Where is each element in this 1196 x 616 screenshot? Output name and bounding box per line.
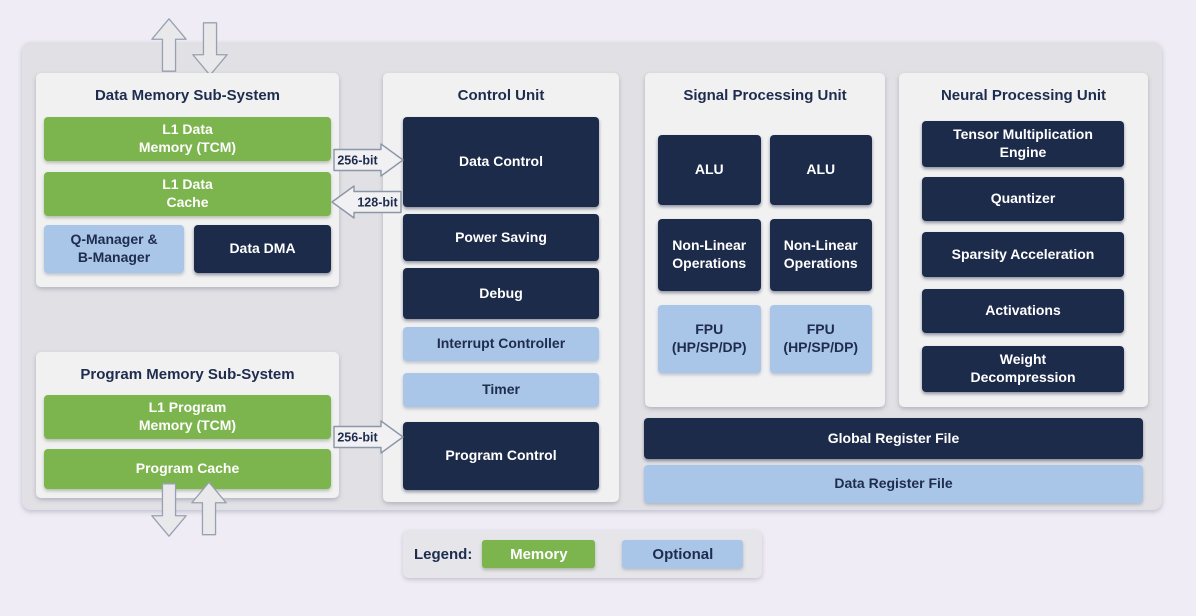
program-memory-title: Program Memory Sub-System xyxy=(80,366,295,383)
data-memory-body: L1 Data Memory (TCM) L1 Data Cache Q-Man… xyxy=(36,105,339,273)
block-sparsity-acceleration: Sparsity Acceleration xyxy=(922,232,1124,277)
bus-128bit-data-label: 128-bit xyxy=(357,196,398,210)
block-program-cache: Program Cache xyxy=(44,449,331,489)
block-data-register-file: Data Register File xyxy=(644,465,1143,503)
bus-256bit-data-label: 256-bit xyxy=(337,154,378,168)
neural-processing-title: Neural Processing Unit xyxy=(940,87,1107,104)
block-alu-2: ALU xyxy=(769,135,872,205)
block-timer: Timer xyxy=(403,373,599,407)
block-fpu-2: FPU (HP/SP/DP) xyxy=(769,305,872,373)
block-global-register-file: Global Register File xyxy=(644,418,1143,459)
block-weight-decompression: Weight Decompression xyxy=(922,346,1124,392)
block-l1-program-memory-tcm: L1 Program Memory (TCM) xyxy=(44,395,331,439)
block-l1-data-memory-tcm: L1 Data Memory (TCM) xyxy=(44,117,331,161)
block-l1-data-cache: L1 Data Cache xyxy=(44,172,331,216)
block-power-saving: Power Saving xyxy=(403,214,599,261)
block-tensor-multiplication-engine: Tensor Multiplication Engine xyxy=(922,121,1124,167)
signal-processing-grid: ALU ALU Non-Linear Operations Non-Linear… xyxy=(658,135,872,373)
signal-processing-title: Signal Processing Unit xyxy=(683,87,847,104)
bus-256bit-data-arrow: 256-bit xyxy=(333,143,404,177)
program-memory-body: L1 Program Memory (TCM) Program Cache xyxy=(36,384,339,489)
block-alu-1: ALU xyxy=(658,135,761,205)
data-memory-bottom-row: Q-Manager & B-Manager Data DMA xyxy=(44,225,331,273)
bus-128bit-data-arrow: 128-bit xyxy=(331,185,402,219)
legend-label: Legend: xyxy=(414,545,473,563)
block-nonlinear-operations-2: Non-Linear Operations xyxy=(769,219,872,291)
block-interrupt-controller: Interrupt Controller xyxy=(403,327,599,361)
bus-256bit-program-arrow: 256-bit xyxy=(333,420,404,454)
block-data-control: Data Control xyxy=(403,117,599,207)
bus-down-arrow-bottom-icon xyxy=(151,483,187,537)
block-nonlinear-operations-1: Non-Linear Operations xyxy=(658,219,761,291)
bus-256bit-program-label: 256-bit xyxy=(337,431,378,445)
block-data-dma: Data DMA xyxy=(194,225,331,273)
bus-up-arrow-bottom-icon xyxy=(191,481,227,536)
block-fpu-1: FPU (HP/SP/DP) xyxy=(658,305,761,373)
control-unit-body: Data Control Power Saving Debug Interrup… xyxy=(383,105,619,490)
bus-down-arrow-icon xyxy=(192,22,228,76)
panel-control-unit: Control Unit Data Control Power Saving D… xyxy=(383,73,619,502)
control-unit-title: Control Unit xyxy=(457,87,545,104)
panel-data-memory-subsystem: Data Memory Sub-System L1 Data Memory (T… xyxy=(36,73,339,287)
data-memory-title: Data Memory Sub-System xyxy=(94,87,281,104)
panel-program-memory-subsystem: Program Memory Sub-System L1 Program Mem… xyxy=(36,352,339,498)
legend: Legend: Memory Optional xyxy=(403,530,762,578)
block-activations: Activations xyxy=(922,289,1124,333)
block-quantizer: Quantizer xyxy=(922,177,1124,221)
block-program-control: Program Control xyxy=(403,422,599,490)
panel-neural-processing-unit: Neural Processing Unit Tensor Multiplica… xyxy=(899,73,1148,407)
block-q-manager-b-manager: Q-Manager & B-Manager xyxy=(44,225,184,273)
panel-signal-processing-unit: Signal Processing Unit ALU ALU Non-Linea… xyxy=(645,73,885,407)
block-debug: Debug xyxy=(403,268,599,319)
neural-processing-body: Tensor Multiplication Engine Quantizer S… xyxy=(899,105,1148,392)
bus-up-arrow-icon xyxy=(151,18,187,72)
legend-memory-swatch: Memory xyxy=(482,540,596,568)
legend-optional-swatch: Optional xyxy=(622,540,744,568)
